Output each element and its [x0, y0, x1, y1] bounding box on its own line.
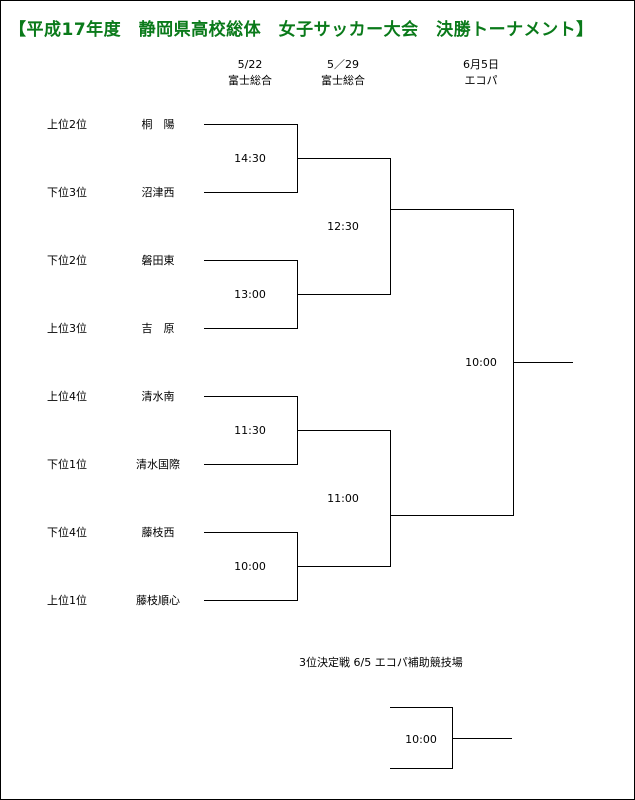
bracket-line — [204, 328, 297, 329]
third-place-label: 3位決定戦 6/5 エコパ補助競技場 — [299, 656, 463, 669]
entry-rank: 下位1位 — [47, 458, 87, 471]
entry-rank: 下位4位 — [47, 526, 87, 539]
entry-team: 桐 陽 — [141, 118, 175, 131]
bracket-line — [204, 464, 297, 465]
round2-date: 5／29 — [327, 58, 359, 71]
bracket-line — [297, 566, 390, 567]
bracket-line — [297, 430, 390, 431]
entry-rank: 上位4位 — [47, 390, 87, 403]
bracket-line — [204, 124, 297, 125]
entry-team: 藤枝順心 — [136, 594, 180, 607]
final-venue: エコパ — [464, 74, 498, 87]
match-time: 11:00 — [327, 492, 359, 505]
champion-line — [513, 362, 573, 363]
bracket-line — [390, 430, 391, 567]
entry-rank: 下位2位 — [47, 254, 87, 267]
bracket-line — [390, 707, 452, 708]
match-time: 11:30 — [234, 424, 266, 437]
bracket-line — [204, 396, 297, 397]
page-title: 【平成17年度 静岡県高校総体 女子サッカー大会 決勝トーナメント】 — [9, 20, 594, 40]
match-time: 13:00 — [234, 288, 266, 301]
entry-team: 沼津西 — [141, 186, 175, 199]
match-time: 10:00 — [234, 560, 266, 573]
third-place-time: 10:00 — [405, 733, 437, 746]
bracket-line — [297, 158, 390, 159]
third-place-winner-line — [452, 738, 512, 739]
bracket-line — [297, 294, 390, 295]
round1-date: 5/22 — [237, 58, 263, 71]
bracket-line — [390, 209, 513, 210]
entry-rank: 上位3位 — [47, 322, 87, 335]
bracket-line — [390, 768, 452, 769]
entry-team: 磐田東 — [141, 254, 175, 267]
final-time: 10:00 — [465, 356, 497, 369]
entry-team: 吉 原 — [141, 322, 175, 335]
bracket-line — [204, 532, 297, 533]
entry-team: 清水南 — [141, 390, 175, 403]
final-date: 6月5日 — [463, 58, 499, 71]
entry-rank: 下位3位 — [47, 186, 87, 199]
match-time: 12:30 — [327, 220, 359, 233]
bracket-line — [204, 260, 297, 261]
round1-venue: 富士総合 — [228, 74, 272, 87]
entry-team: 藤枝西 — [141, 526, 175, 539]
bracket-line — [204, 600, 297, 601]
entry-rank: 上位2位 — [47, 118, 87, 131]
entry-team: 清水国際 — [136, 458, 180, 471]
round2-venue: 富士総合 — [321, 74, 365, 87]
match-time: 14:30 — [234, 152, 266, 165]
bracket-line — [390, 515, 513, 516]
entry-rank: 上位1位 — [47, 594, 87, 607]
bracket-line — [390, 158, 391, 295]
bracket-line — [204, 192, 297, 193]
